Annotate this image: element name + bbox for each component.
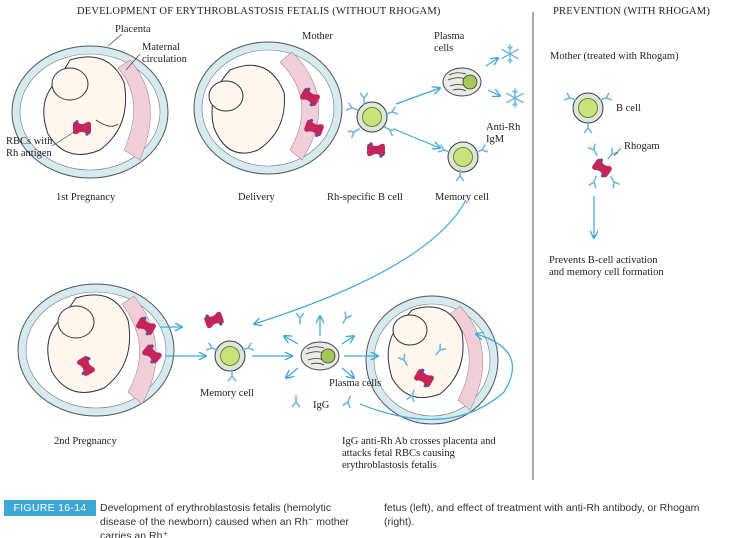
delivery-label: Delivery (238, 192, 275, 203)
uterus-delivery (193, 41, 343, 175)
second-pregnancy-label: 2nd Pregnancy (54, 436, 117, 447)
figure-badge: FIGURE 16-14 (4, 500, 96, 516)
plasma-cells-bottom-label: Plasma cells (329, 378, 382, 389)
plasma-cells-top-label: Plasma cells (434, 31, 465, 54)
igg-label: IgG (313, 400, 330, 411)
prevents-label: Prevents B-cell activation and memory ce… (549, 255, 664, 278)
memory-cell-top-label: Memory cell (435, 192, 489, 203)
b-cell-label: B cell (616, 103, 641, 114)
uterus-attacked (365, 295, 499, 425)
first-pregnancy-label: 1st Pregnancy (56, 192, 116, 203)
right-header: PREVENTION (WITH RHOGAM) (553, 6, 711, 17)
uterus-first-pregnancy (11, 45, 169, 179)
mother-label: Mother (302, 31, 333, 42)
placenta-label: Placenta (115, 24, 151, 35)
rbcs-label: RBCs with Rh antigen (6, 136, 53, 159)
memory-cell-bottom-label: Memory cell (200, 388, 254, 399)
igg-description: IgG anti-Rh Ab crosses placenta and atta… (342, 436, 496, 471)
caption-right: fetus (left), and effect of treatment wi… (384, 502, 700, 528)
maternal-circulation-label: Maternal circulation (142, 42, 187, 65)
anti-rh-igm-label: Anti-Rh IgM (486, 122, 521, 145)
uterus-second-pregnancy (17, 283, 175, 417)
rhogam-label: Rhogam (624, 141, 660, 152)
mother-treated-label: Mother (treated with Rhogam) (550, 51, 679, 62)
left-header: DEVELOPMENT OF ERYTHROBLASTOSIS FETALIS … (77, 6, 441, 17)
rh-specific-b-cell-label: Rh-specific B cell (327, 192, 403, 203)
caption-left: Development of erythroblastosis fetalis … (100, 502, 349, 538)
